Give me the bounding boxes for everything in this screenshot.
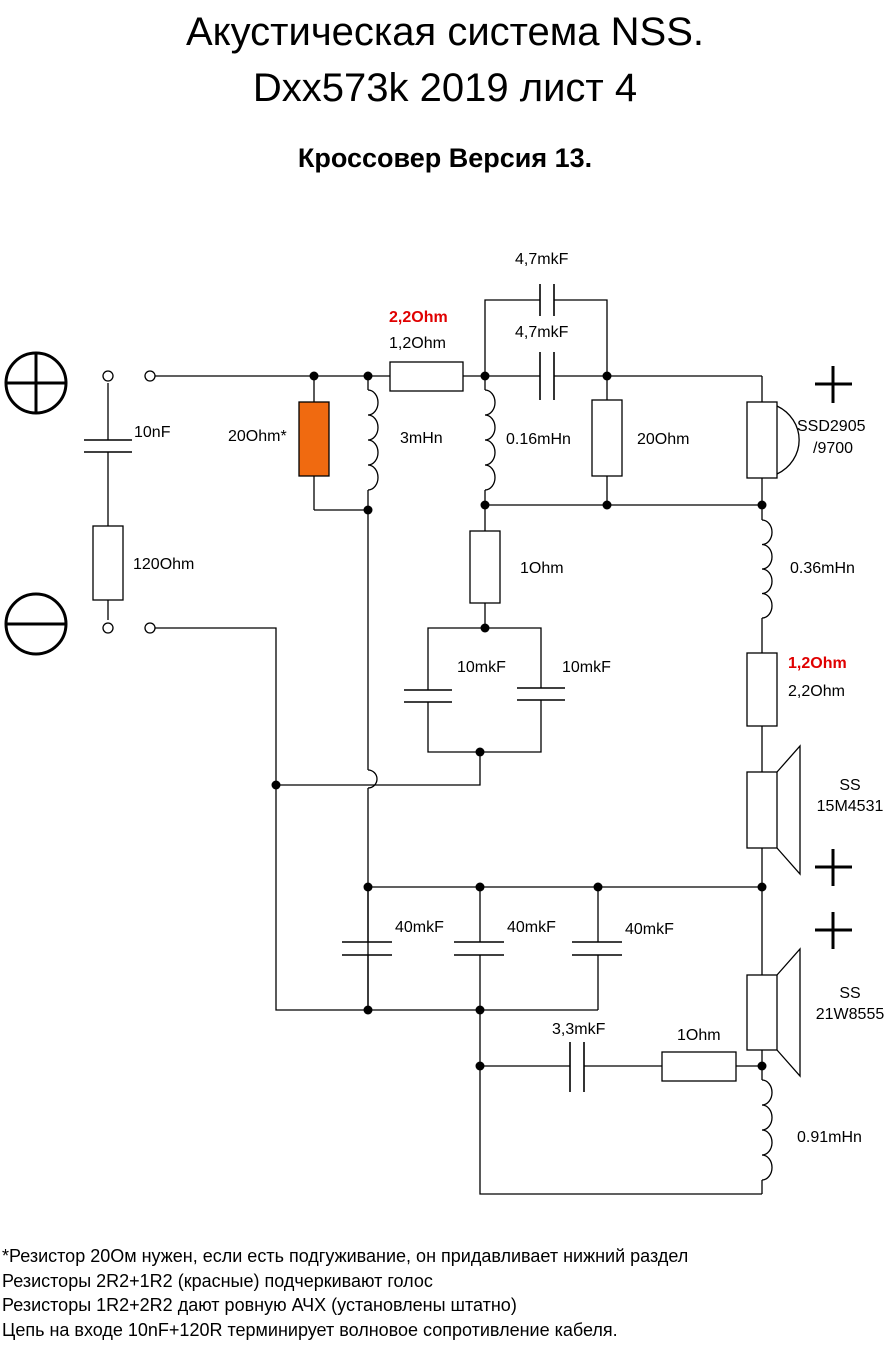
- res-1ohm-zobel: [661, 1051, 737, 1082]
- res-120ohm: [92, 525, 124, 601]
- wires: [107, 299, 763, 1195]
- label-woofer-1: SS: [839, 985, 860, 1002]
- label-l3: 0.36mHn: [790, 560, 855, 577]
- woofer-driver: [746, 947, 801, 1078]
- label-r-shunt-star: 20Ohm*: [228, 428, 287, 445]
- inductor-coils: [367, 389, 773, 1181]
- cap-4-7-top: [539, 284, 555, 316]
- res-20ohm-star: [298, 401, 330, 477]
- res-series: [389, 361, 464, 392]
- label-c-notch1: 10mkF: [457, 659, 506, 676]
- cap-40mkF-3: [572, 941, 622, 956]
- label-r-zobel: 1Ohm: [677, 1027, 721, 1044]
- mid-plus-sign: [815, 849, 852, 886]
- note-line: Резисторы 1R2+2R2 дают ровную АЧХ (устан…: [2, 1295, 517, 1315]
- input-plus-terminal: [4, 351, 68, 415]
- note-line: *Резистор 20Ом нужен, если есть подгужив…: [2, 1246, 689, 1266]
- input-minus-terminal: [4, 592, 68, 656]
- cap-10nF: [84, 439, 132, 453]
- cap-40mkF-2: [454, 941, 504, 956]
- cap-10mkF-2: [517, 687, 565, 701]
- cap-4-7-bottom: [539, 352, 555, 400]
- ind-3mHn: [367, 389, 379, 491]
- label-woofer-2: 21W8555: [816, 1006, 885, 1023]
- woofer-plus-sign: [815, 912, 852, 949]
- label-l1: 3mHn: [400, 430, 443, 447]
- mid-driver: [746, 744, 801, 876]
- junction-dots: [271, 371, 767, 1071]
- label-tweeter-2: /9700: [813, 440, 853, 457]
- label-r-tw-shunt: 20Ohm: [637, 431, 689, 448]
- res-1ohm-notch: [469, 530, 501, 604]
- cap-10mkF-1: [404, 689, 452, 703]
- resistor-bodies: [92, 361, 778, 1082]
- label-c-top: 4,7mkF: [515, 251, 569, 268]
- capacitor-plates: [84, 284, 622, 1092]
- label-r-series-alt: 2,2Ohm: [389, 309, 448, 326]
- terminal-pins: [102, 370, 156, 634]
- label-c-notch2: 10mkF: [562, 659, 611, 676]
- tweeter-driver: [746, 401, 800, 479]
- title-line-2: Dxx573k 2019 лист 4: [252, 66, 638, 110]
- res-20ohm: [591, 399, 623, 477]
- ind-0-91mHn: [761, 1079, 773, 1181]
- label-c-bank1: 40mkF: [395, 919, 444, 936]
- res-mid: [746, 652, 778, 727]
- cap-40mkF-1: [342, 941, 392, 956]
- title-line-1: Акустическая система NSS.: [185, 10, 704, 54]
- polarity-marks: [815, 366, 852, 949]
- label-l4: 0.91mHn: [797, 1129, 862, 1146]
- crossover-schematic: 10nF 120Ohm 20Ohm* 3mHn 2,2Ohm 1,2Ohm 4,…: [4, 251, 885, 1195]
- cap-3-3mkF: [569, 1042, 585, 1092]
- label-r-series: 1,2Ohm: [389, 335, 446, 352]
- label-c-bottom: 4,7mkF: [515, 324, 569, 341]
- label-r-mid-alt: 1,2Ohm: [788, 655, 847, 672]
- label-r-mid: 2,2Ohm: [788, 683, 845, 700]
- label-c-bank3: 40mkF: [625, 921, 674, 938]
- ind-0-16mHn: [484, 389, 496, 491]
- note-line: Резисторы 2R2+1R2 (красные) подчеркивают…: [2, 1270, 433, 1291]
- label-c-zobel: 3,3mkF: [552, 1021, 606, 1038]
- label-c-bank2: 40mkF: [507, 919, 556, 936]
- label-input-res: 120Ohm: [133, 556, 194, 573]
- notes: *Резистор 20Ом нужен, если есть подгужив…: [2, 1244, 888, 1342]
- label-mid-1: SS: [839, 777, 860, 794]
- label-r-notch: 1Ohm: [520, 560, 564, 577]
- note-line: Цепь на входе 10nF+120R терминирует волн…: [2, 1319, 618, 1340]
- label-l2: 0.16mHn: [506, 431, 571, 448]
- ind-0-36mHn: [761, 519, 773, 619]
- label-mid-2: 15M4531: [817, 798, 884, 815]
- label-tweeter-1: SSD2905: [797, 418, 866, 435]
- tweeter-plus-sign: [815, 366, 852, 403]
- label-input-cap: 10nF: [134, 424, 171, 441]
- subtitle: Кроссовер Версия 13.: [297, 143, 593, 173]
